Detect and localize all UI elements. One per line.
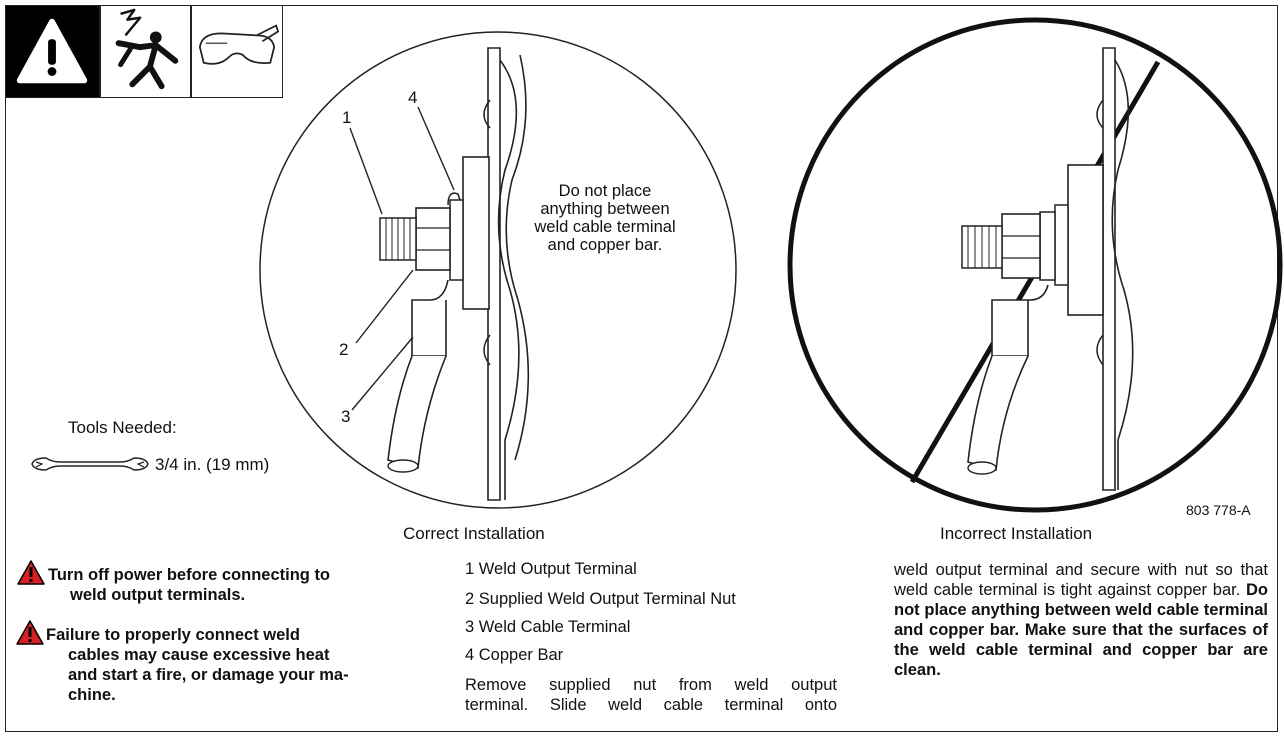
figure-id: 803 778-A — [1186, 502, 1251, 518]
note-line: weld cable terminal — [534, 218, 676, 236]
warning-line: Turn off power before connecting to — [48, 566, 331, 584]
tool-size: 3/4 in. (19 mm) — [155, 455, 270, 474]
note-line: Do not place — [558, 182, 652, 200]
parts-list-item: 3 Weld Cable Terminal — [465, 618, 631, 636]
open-end-wrench-icon — [31, 457, 149, 471]
callout-4: 4 — [408, 88, 418, 107]
incorrect-installation-diagram — [787, 17, 1283, 513]
instruction-text: weld output terminal and secure with nut… — [894, 561, 1268, 599]
warning-line: weld output terminals. — [70, 586, 246, 604]
callout-3: 3 — [341, 407, 351, 426]
warning-line: Failure to properly connect weld — [46, 626, 300, 644]
note-line: and copper bar. — [547, 236, 663, 254]
correct-installation-caption: Correct Installation — [403, 524, 545, 543]
electric-shock-icon — [100, 5, 191, 98]
warning-connection: Failure to properly connect weld cables … — [46, 625, 349, 705]
instruction-bold-text: Do not place anything between weld cable… — [894, 581, 1268, 679]
correct-installation-diagram — [259, 31, 737, 509]
page-frame — [5, 5, 1278, 732]
instructions-part-2: weld output terminal and secure with nut… — [894, 560, 1268, 680]
parts-list-item: 1 Weld Output Terminal — [465, 560, 637, 578]
callout-2: 2 — [339, 340, 349, 359]
instruction-line: terminal. Slide weld cable terminal onto — [465, 696, 837, 714]
warning-line: and start a fire, or damage your ma- — [68, 666, 349, 684]
instructions-part-1: Remove supplied nut from weld output ter… — [465, 675, 837, 715]
incorrect-installation-caption: Incorrect Installation — [940, 524, 1093, 543]
instruction-line: Remove supplied nut from weld output — [465, 676, 837, 694]
tools-heading: Tools Needed: — [68, 418, 177, 437]
placement-note: Do not place anything between weld cable… — [510, 182, 700, 254]
warning-line: cables may cause excessive heat — [68, 646, 330, 664]
hazard-triangle-icon — [5, 5, 100, 98]
callout-1: 1 — [342, 108, 352, 127]
parts-list-item: 4 Copper Bar — [465, 646, 564, 664]
warning-icon — [17, 560, 45, 585]
parts-list-item: 2 Supplied Weld Output Terminal Nut — [465, 590, 736, 608]
note-line: anything between — [540, 200, 670, 218]
warning-power-off: Turn off power before connecting to weld… — [48, 565, 330, 605]
warning-icon — [16, 620, 44, 645]
warning-line: chine. — [68, 686, 116, 704]
safety-glasses-icon — [191, 5, 283, 98]
